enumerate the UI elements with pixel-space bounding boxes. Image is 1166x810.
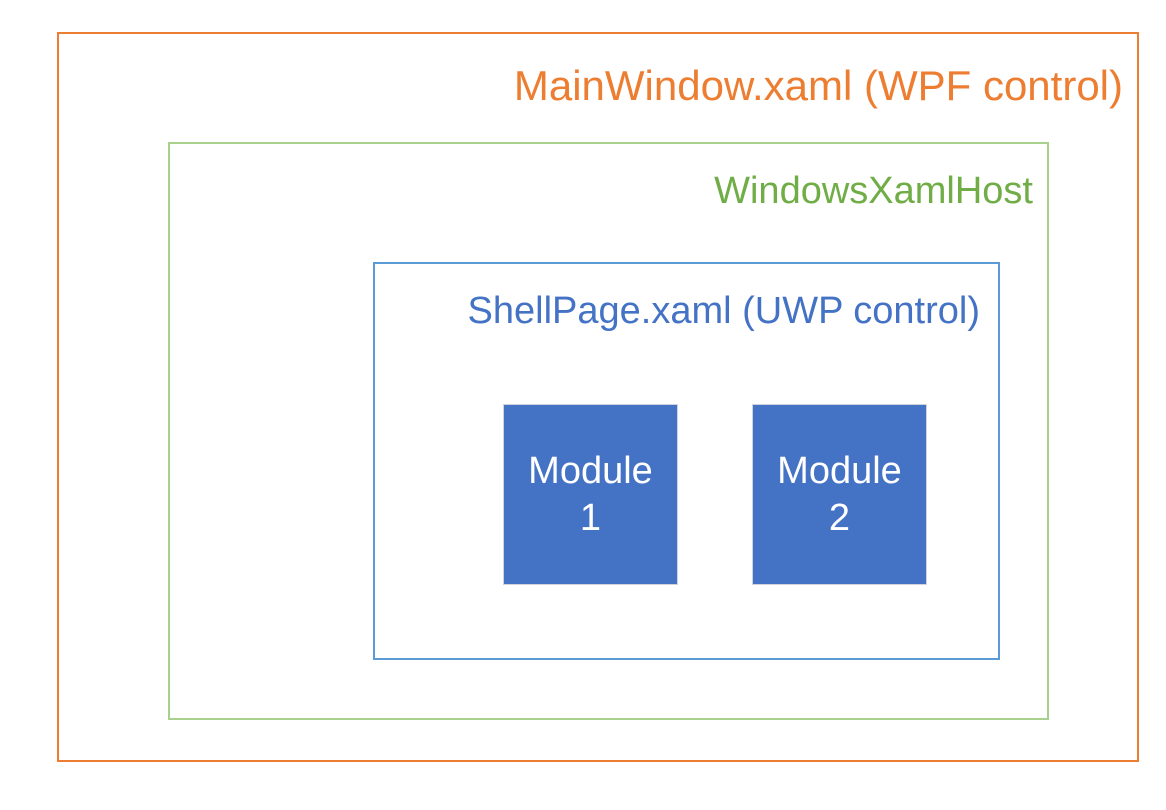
module-1-label-line-1: Module: [528, 450, 653, 493]
layer-mainwindow-wpf: MainWindow.xaml (WPF control) WindowsXam…: [57, 32, 1139, 762]
layer-label-windowsxamlhost: WindowsXamlHost: [714, 170, 1033, 212]
module-box-2: Module 2: [752, 404, 927, 585]
module-row: Module 1 Module 2: [503, 404, 927, 585]
layer-shellpage-uwp: ShellPage.xaml (UWP control) Module 1 Mo…: [373, 262, 1000, 660]
layer-windowsxamlhost: WindowsXamlHost ShellPage.xaml (UWP cont…: [168, 142, 1049, 720]
layer-label-shellpage-uwp: ShellPage.xaml (UWP control): [467, 290, 980, 332]
module-1-label-line-2: 1: [579, 496, 602, 539]
module-2-label-line-2: 2: [828, 496, 851, 539]
module-box-1: Module 1: [503, 404, 678, 585]
module-2-label-line-1: Module: [777, 450, 902, 493]
layer-label-mainwindow-wpf: MainWindow.xaml (WPF control): [513, 62, 1123, 109]
